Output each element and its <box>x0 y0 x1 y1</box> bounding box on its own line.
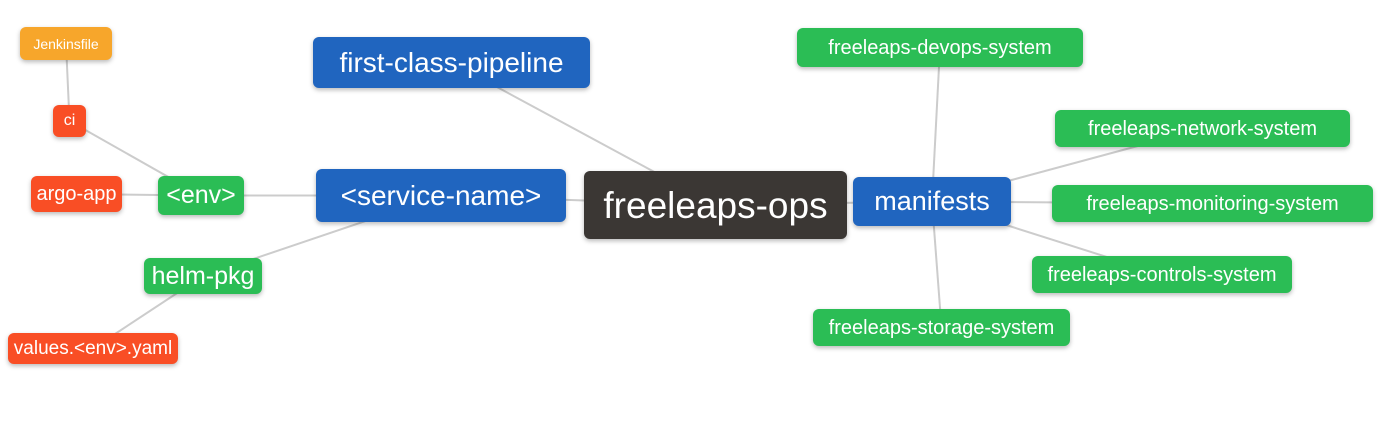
node-freeleaps-ops: freeleaps-ops <box>584 171 847 239</box>
node-argo-app: argo-app <box>31 176 122 212</box>
edge-manifests-devops-system <box>931 47 941 202</box>
node-devops-system: freeleaps-devops-system <box>797 28 1083 67</box>
node-ci: ci <box>53 105 86 137</box>
node-helm-pkg: helm-pkg <box>144 258 262 294</box>
node-storage-system: freeleaps-storage-system <box>813 309 1070 346</box>
node-manifests: manifests <box>853 177 1011 226</box>
node-env: <env> <box>158 176 244 215</box>
node-controls-system: freeleaps-controls-system <box>1032 256 1292 293</box>
node-service-name: <service-name> <box>316 169 566 222</box>
node-network-system: freeleaps-network-system <box>1055 110 1350 147</box>
node-jenkinsfile: Jenkinsfile <box>20 27 112 60</box>
node-first-class-pipeline: first-class-pipeline <box>313 37 590 88</box>
node-monitoring-system: freeleaps-monitoring-system <box>1052 185 1373 222</box>
node-values-env-yaml: values.<env>.yaml <box>8 333 178 364</box>
